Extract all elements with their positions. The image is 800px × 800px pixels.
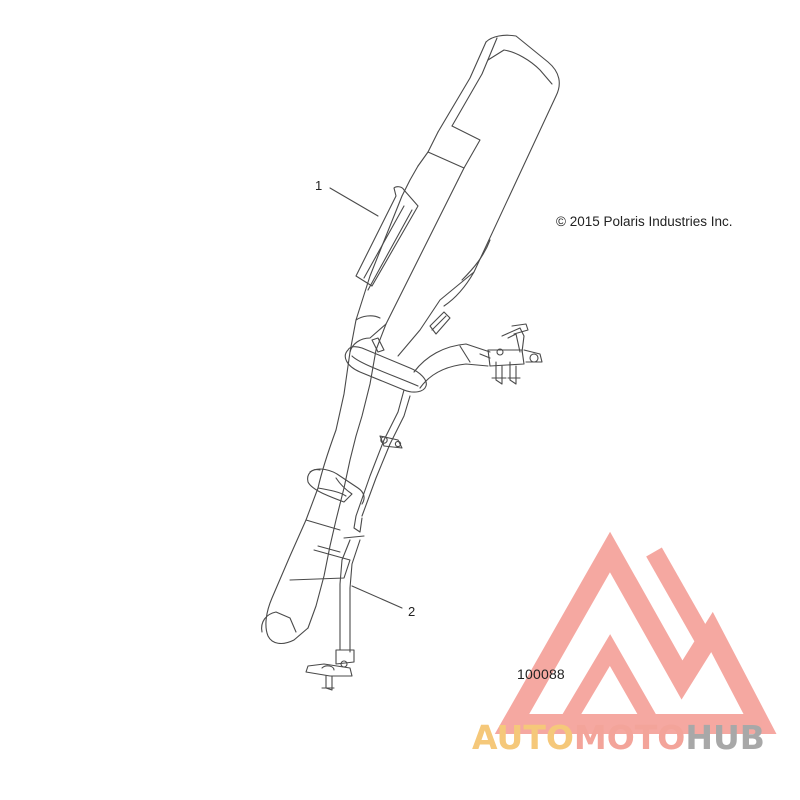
watermark-auto: AUTO <box>472 718 574 757</box>
automotohub-logo-icon <box>494 531 777 734</box>
copyright-notice: © 2015 Polaris Industries Inc. <box>556 214 733 229</box>
gun-boot-part-1 <box>261 34 560 645</box>
watermark-hub: HUB <box>685 718 765 757</box>
callout-2: 2 <box>408 604 416 619</box>
diagram-id: 100088 <box>517 666 565 682</box>
mount-bracket-part-2 <box>305 323 543 691</box>
watermark-text: AUTOMOTOHUB <box>472 718 765 757</box>
watermark-moto: MOTO <box>573 718 686 757</box>
callout-1: 1 <box>315 178 323 193</box>
leader-line-2 <box>351 585 403 609</box>
leader-line-1 <box>329 187 379 217</box>
